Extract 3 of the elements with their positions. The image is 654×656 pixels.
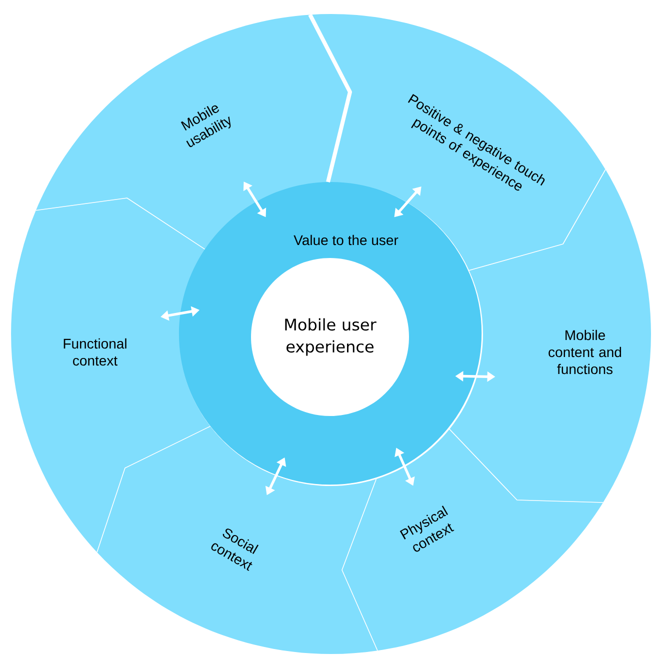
node-label: Functional context [64, 338, 126, 366]
node-label: Mobile content and functions [548, 330, 622, 374]
wheel-segment: Functional context [11, 198, 210, 552]
